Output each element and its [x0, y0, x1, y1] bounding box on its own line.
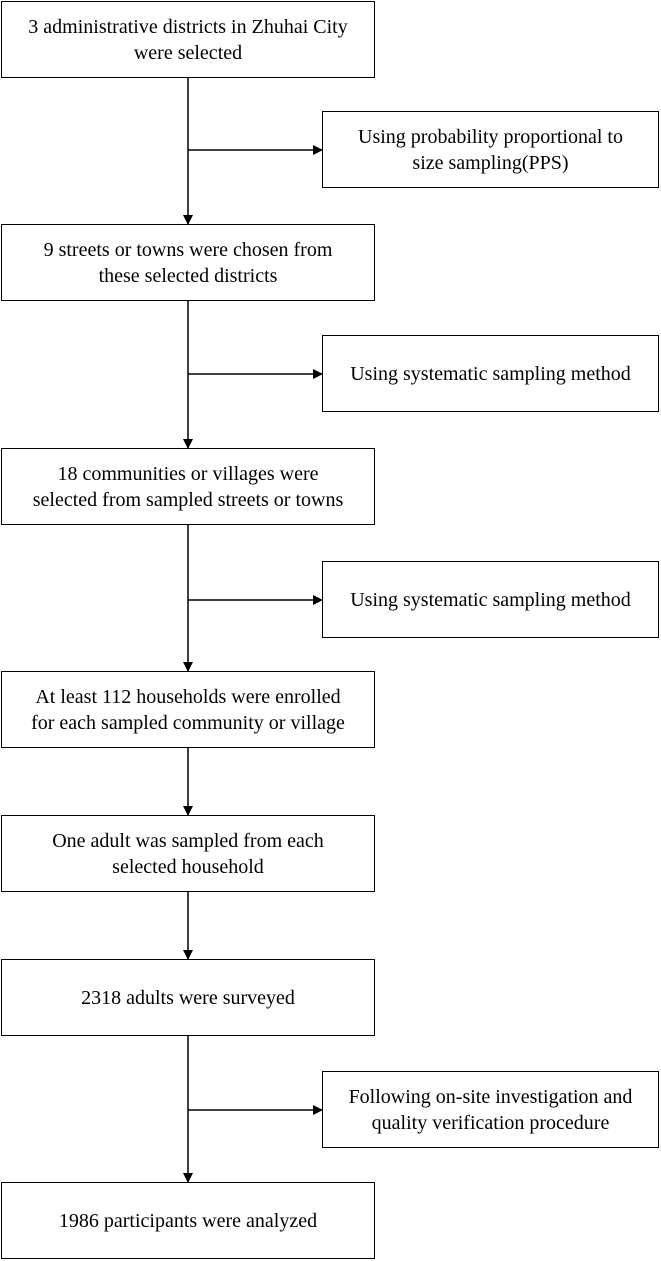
- step-3-line-1: 18 communities or villages were: [57, 462, 319, 485]
- step-7-line-1: 1986 participants were analyzed: [58, 1209, 318, 1232]
- step-3-box: 18 communities or villages were selected …: [1, 448, 375, 525]
- note-1-line-2: size sampling(PPS): [412, 151, 569, 174]
- step-5-line-2: selected household: [112, 855, 264, 878]
- step-4-line-2: for each sampled community or village: [31, 711, 345, 734]
- note-2-box: Using systematic sampling method: [322, 335, 659, 412]
- note-1-line-1: Using probability proportional to: [358, 125, 623, 148]
- step-1-line-2: were selected: [133, 41, 243, 64]
- step-3-line-2: selected from sampled streets or towns: [32, 488, 344, 511]
- note-1-box: Using probability proportional to size sa…: [322, 111, 659, 188]
- step-2-line-2: these selected districts: [98, 264, 278, 287]
- step-1-line-1: 3 administrative districts in Zhuhai Cit…: [28, 15, 348, 38]
- note-2-line-1: Using systematic sampling method: [350, 362, 631, 385]
- step-5-line-1: One adult was sampled from each: [52, 829, 324, 852]
- note-4-box: Following on-site investigation and quali…: [322, 1071, 659, 1148]
- step-4-line-1: At least 112 households were enrolled: [35, 685, 341, 708]
- step-7-box: 1986 participants were analyzed: [1, 1182, 375, 1259]
- step-5-box: One adult was sampled from each selected …: [1, 815, 375, 892]
- note-4-line-1: Following on-site investigation and: [348, 1085, 633, 1108]
- step-1-box: 3 administrative districts in Zhuhai Cit…: [1, 1, 375, 78]
- note-3-line-1: Using systematic sampling method: [350, 588, 631, 611]
- step-6-box: 2318 adults were surveyed: [1, 959, 375, 1036]
- step-2-line-1: 9 streets or towns were chosen from: [43, 238, 333, 261]
- note-4-line-2: quality verification procedure: [371, 1111, 610, 1134]
- step-2-box: 9 streets or towns were chosen from these…: [1, 224, 375, 301]
- step-4-box: At least 112 households were enrolled for…: [1, 671, 375, 748]
- step-6-line-1: 2318 adults were surveyed: [81, 986, 295, 1009]
- note-3-box: Using systematic sampling method: [322, 561, 659, 638]
